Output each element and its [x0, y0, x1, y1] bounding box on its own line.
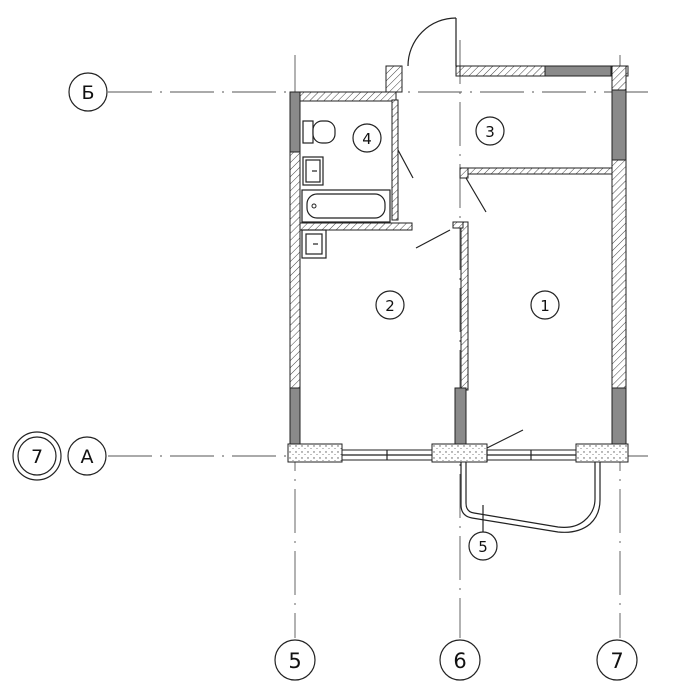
wall-bath-bottom — [299, 222, 413, 231]
axis-label-a-prefix: 7 — [31, 446, 43, 468]
facade-segment-2 — [431, 443, 488, 463]
room-2-number: 2 — [385, 297, 395, 315]
toilet-icon — [302, 120, 336, 144]
door-room-2 — [415, 229, 451, 249]
axis-label-a: А — [81, 446, 94, 468]
entrance-door — [407, 17, 457, 67]
column-left-top — [289, 91, 301, 153]
wall-bath-top — [299, 91, 397, 102]
room-1-label: 1 — [530, 290, 560, 320]
window-room-1 — [486, 449, 577, 461]
kitchen-sink-icon — [301, 229, 327, 259]
room-5-label: 5 — [468, 505, 498, 561]
wall-entry-left-jamb — [385, 65, 403, 93]
axis-bubble-a: А — [67, 436, 107, 476]
wall-middle — [460, 221, 469, 391]
facade-segment-1 — [287, 443, 343, 463]
bathtub-icon — [301, 189, 391, 223]
wall-room3-stub — [459, 167, 469, 179]
axis-label-7: 7 — [610, 649, 623, 673]
column-left-bottom — [289, 387, 301, 451]
room-1-number: 1 — [540, 297, 550, 315]
axis-bubble-a-prefix: 7 — [12, 431, 62, 481]
wall-middle-stub — [452, 221, 464, 229]
room-4-number: 4 — [362, 130, 372, 148]
axis-label-5: 5 — [288, 649, 301, 673]
wall-bath-right — [391, 99, 399, 221]
wall-room3-bottom — [465, 167, 613, 175]
facade-segment-3 — [575, 443, 629, 463]
door-room-1 — [465, 177, 487, 213]
room-3-label: 3 — [475, 116, 505, 146]
axis-bubble-6: 6 — [439, 639, 481, 681]
door-bathroom — [397, 149, 414, 179]
room-5-number: 5 — [478, 538, 488, 556]
axis-bubble-5: 5 — [274, 639, 316, 681]
column-right-bottom — [611, 387, 627, 451]
room-2-label: 2 — [375, 290, 405, 320]
axis-label-b: Б — [81, 82, 94, 104]
column-middle — [454, 387, 467, 451]
axis-label-6: 6 — [453, 649, 466, 673]
wall-top — [459, 65, 629, 77]
balcony-inner — [465, 462, 596, 528]
door-balcony — [486, 429, 524, 449]
axis-bubble-b: Б — [68, 72, 108, 112]
sink-icon — [302, 156, 324, 186]
axis-bubble-7: 7 — [596, 639, 638, 681]
column-right-top — [611, 89, 627, 161]
window-room-2 — [341, 449, 433, 461]
walls — [287, 65, 629, 463]
balcony-outline — [460, 462, 601, 533]
axis-lines — [108, 40, 655, 638]
room-4-label: 4 — [352, 123, 382, 153]
room-3-number: 3 — [485, 123, 495, 141]
column-top-right — [544, 65, 612, 77]
